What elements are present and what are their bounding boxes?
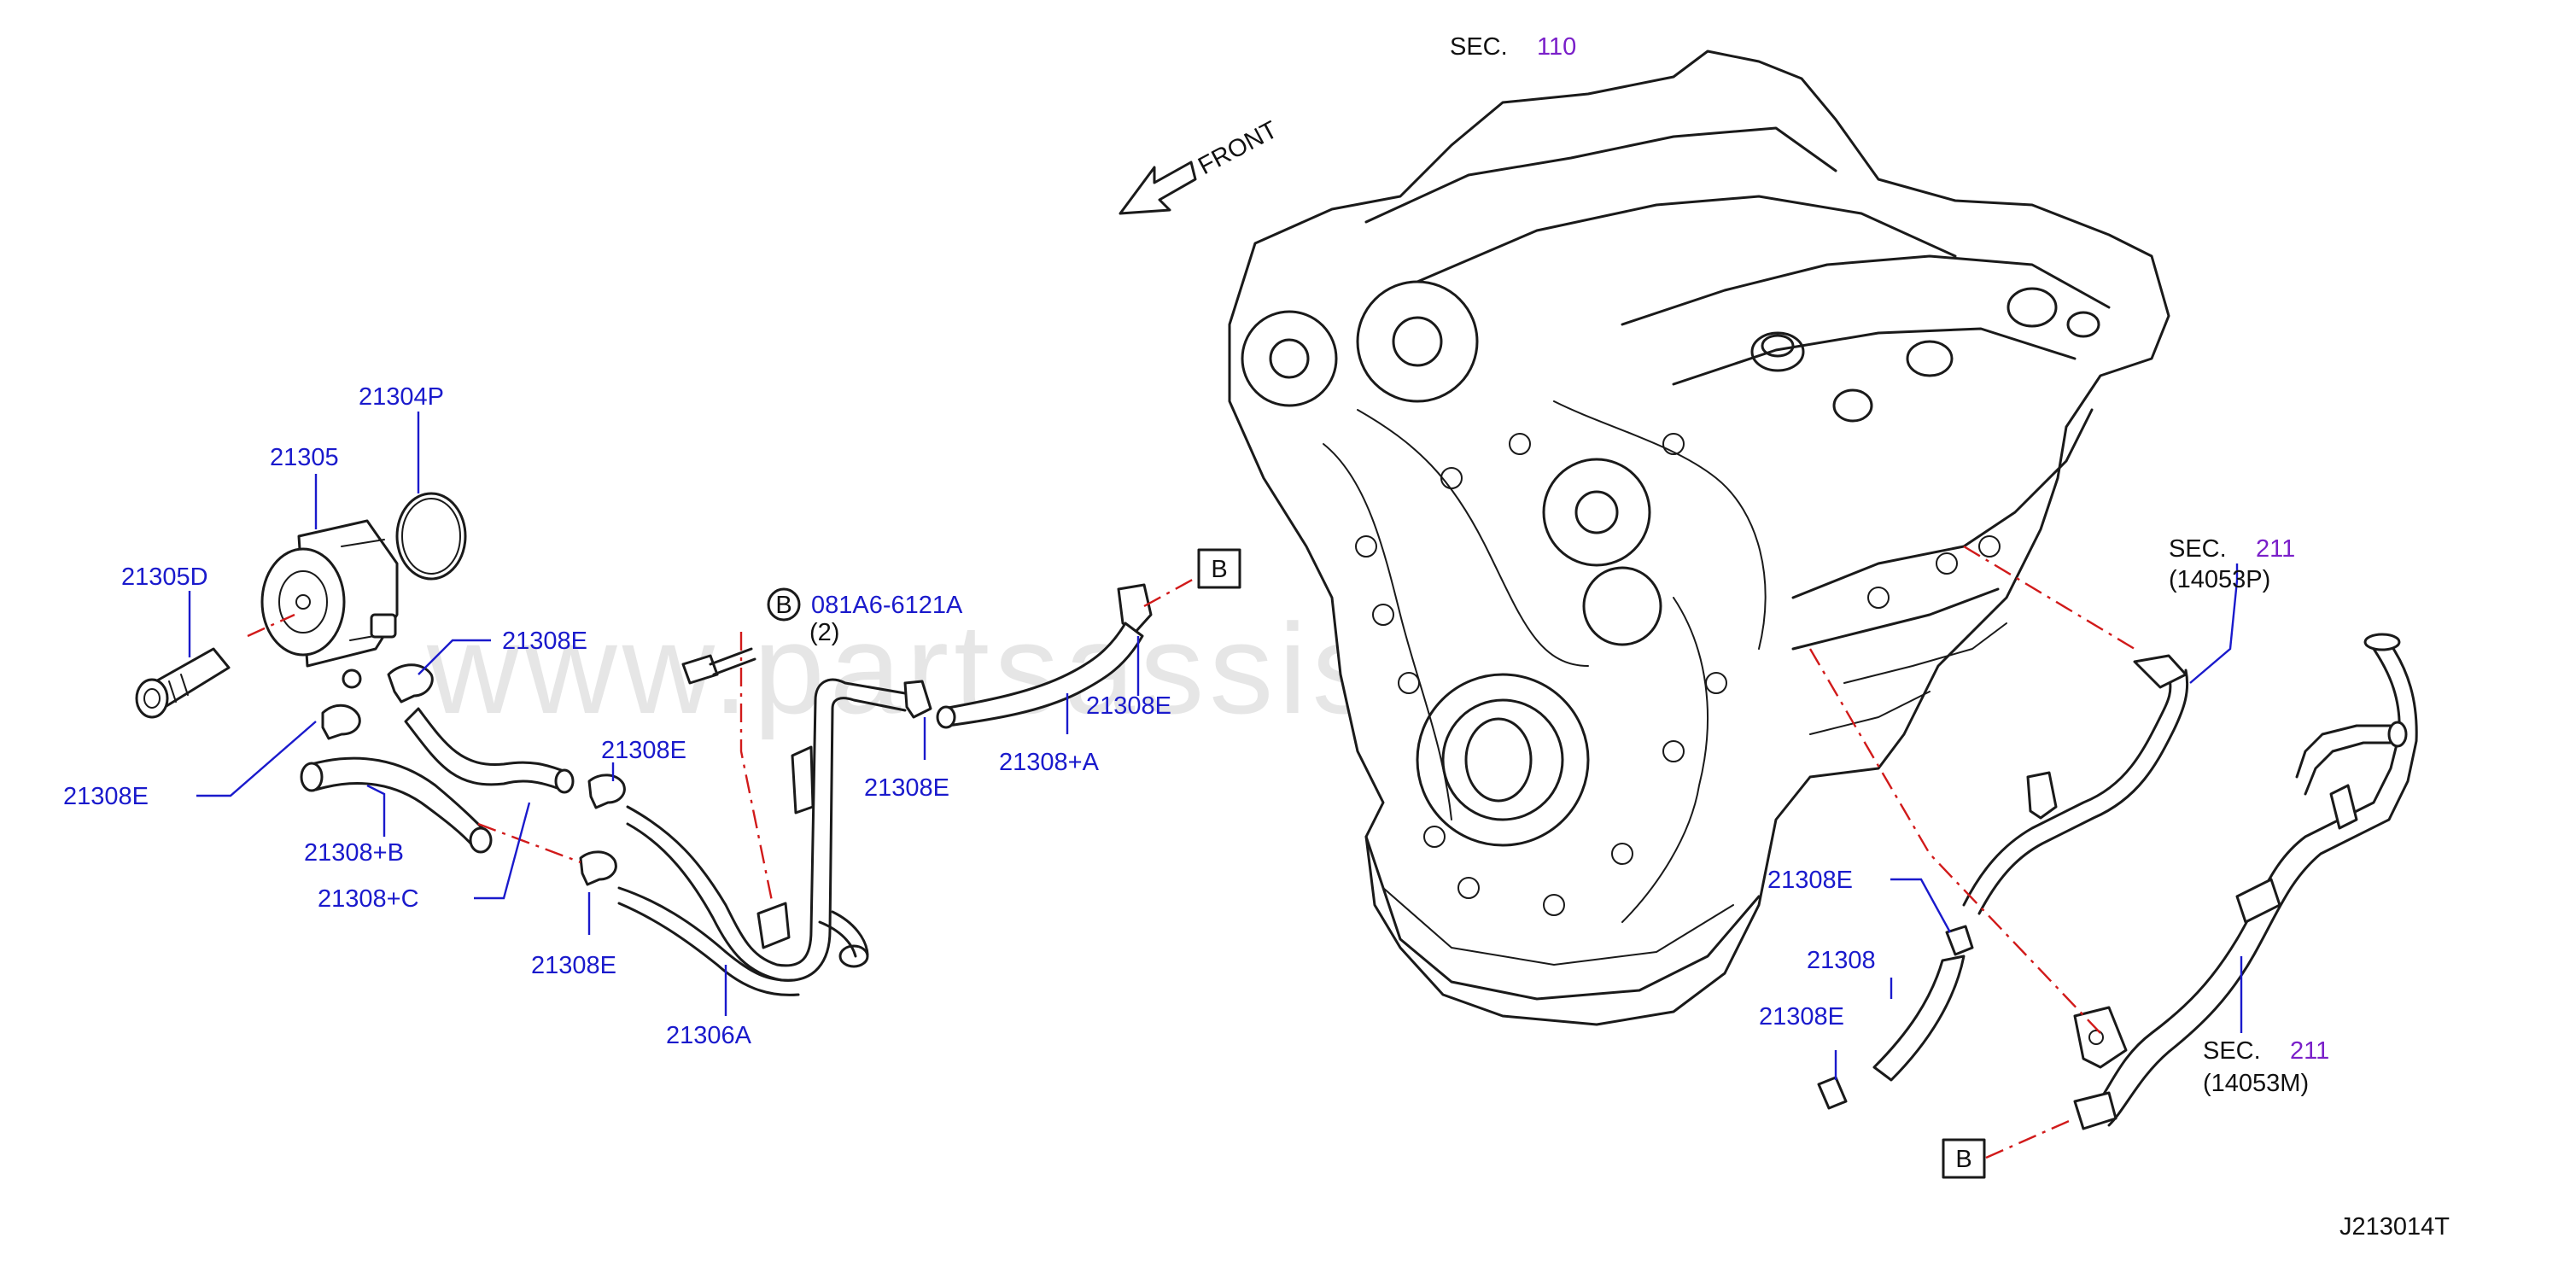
hose-21308A [942, 622, 1144, 727]
diagram-code: J213014T [2339, 1213, 2450, 1241]
ref-box-b-bottom-label: B [1955, 1146, 1971, 1173]
clamp-21308E-f [1117, 583, 1153, 634]
hose-21308 [1872, 955, 1966, 1082]
label-21308E-g: 21308E [1767, 867, 1853, 894]
sec-110-number: 110 [1537, 33, 1576, 61]
oil-cooler-21305 [260, 547, 346, 657]
label-21308A: 21308+A [999, 749, 1100, 776]
sec-211m-prefix: SEC. [2203, 1037, 2261, 1065]
clamp-21308E-a [387, 663, 434, 704]
sec-211p-number: 211 [2256, 535, 2295, 563]
part-labels: 21304P 21305 21305D 21308E 21308E 21308+… [63, 383, 1876, 1049]
front-arrow: FRONT [1119, 116, 1282, 215]
label-21308E-e: 21308E [864, 774, 949, 802]
alignment-lines [247, 545, 2135, 1159]
label-21308B: 21308+B [304, 839, 404, 867]
ref-box-b-bottom: B [1942, 1138, 1986, 1179]
oil-cooler-group [135, 492, 575, 854]
label-081A6-6121A: 081A6-6121A [811, 592, 963, 619]
ref-box-b-top: B [1197, 548, 1241, 589]
front-label: FRONT [1194, 116, 1282, 180]
heater-pipe-group [1817, 633, 2418, 1130]
clamp-21308E-d [579, 850, 617, 886]
label-21308E-f: 21308E [1086, 692, 1171, 720]
o-ring-21304P [395, 492, 467, 581]
label-21308: 21308 [1807, 947, 1876, 974]
label-21306A: 21306A [666, 1022, 752, 1049]
label-21308C: 21308+C [318, 885, 419, 913]
label-21308E-d: 21308E [531, 952, 616, 979]
label-21305D: 21305D [121, 563, 208, 591]
label-21308E-b: 21308E [63, 783, 149, 810]
sec-110-prefix: SEC. [1450, 33, 1508, 61]
clamp-21308E-c [587, 774, 626, 809]
label-21308E-h: 21308E [1759, 1003, 1844, 1031]
section-ref-211-m: SEC. 211 (14053M) [2203, 1037, 2329, 1097]
bolt-ref-letter: B [775, 592, 791, 619]
section-ref-110: SEC. 110 [1450, 33, 1576, 61]
label-21308E-a: 21308E [502, 628, 587, 655]
sec-211m-sub: (14053M) [2203, 1070, 2309, 1097]
section-ref-211-p: SEC. 211 (14053P) [2169, 535, 2295, 593]
clamp-21308E-g [1945, 925, 1974, 956]
clamp-21308E-h [1817, 1076, 1848, 1110]
label-bolt-qty: (2) [809, 619, 839, 646]
label-21304P: 21304P [359, 383, 444, 411]
leader-lines [188, 412, 2243, 1080]
clamp-21308E-e [903, 680, 932, 719]
water-pipe-group [579, 583, 1153, 996]
sec-211m-number: 211 [2290, 1037, 2329, 1065]
engine-assembly [1228, 50, 2170, 1026]
label-21305: 21305 [270, 444, 339, 471]
ref-box-b-top-label: B [1211, 556, 1227, 583]
sec-211p-prefix: SEC. [2169, 535, 2227, 563]
sec-211p-sub: (14053P) [2169, 566, 2270, 593]
clamp-21308E-b [321, 704, 361, 740]
label-21308E-c: 21308E [601, 737, 686, 764]
